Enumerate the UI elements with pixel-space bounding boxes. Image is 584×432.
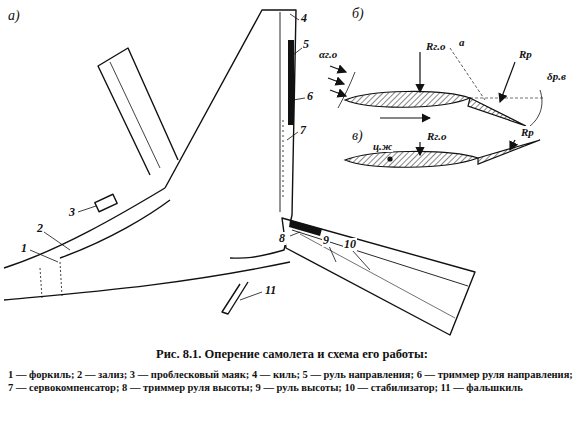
callout-number: 2 [36,222,44,235]
figure-caption: Рис. 8.1. Оперение самолета и схема его … [156,348,428,362]
callout-number: 3 [68,206,76,219]
callout-number: 10 [343,238,357,251]
callout-number: 1 [20,242,28,255]
angle-symbol: δр.в [546,70,567,82]
callout-number: 4 [300,12,308,25]
callout-number: 5 [302,38,310,51]
dimension-symbol: a [458,36,466,48]
force-symbol: Rр [518,48,533,60]
panel-letter: а) [8,8,20,23]
cg-label: ц.ж [372,140,393,152]
callout-number: 7 [299,124,307,137]
callout-number: 6 [306,90,314,103]
panel-letter: в) [352,128,363,143]
force-symbol: Rг.о [426,130,448,142]
angle-symbol: αг.о [318,48,338,60]
legend-text: 1 — форкиль; 2 — зализ; 3 — проблесковый… [8,368,576,394]
force-symbol: Rр [520,126,535,138]
panel-letter: б) [352,6,364,21]
force-symbol: Rг.о [425,40,447,52]
callout-number: 8 [278,232,286,245]
callout-number: 11 [264,284,277,297]
callout-number: 9 [322,234,330,247]
